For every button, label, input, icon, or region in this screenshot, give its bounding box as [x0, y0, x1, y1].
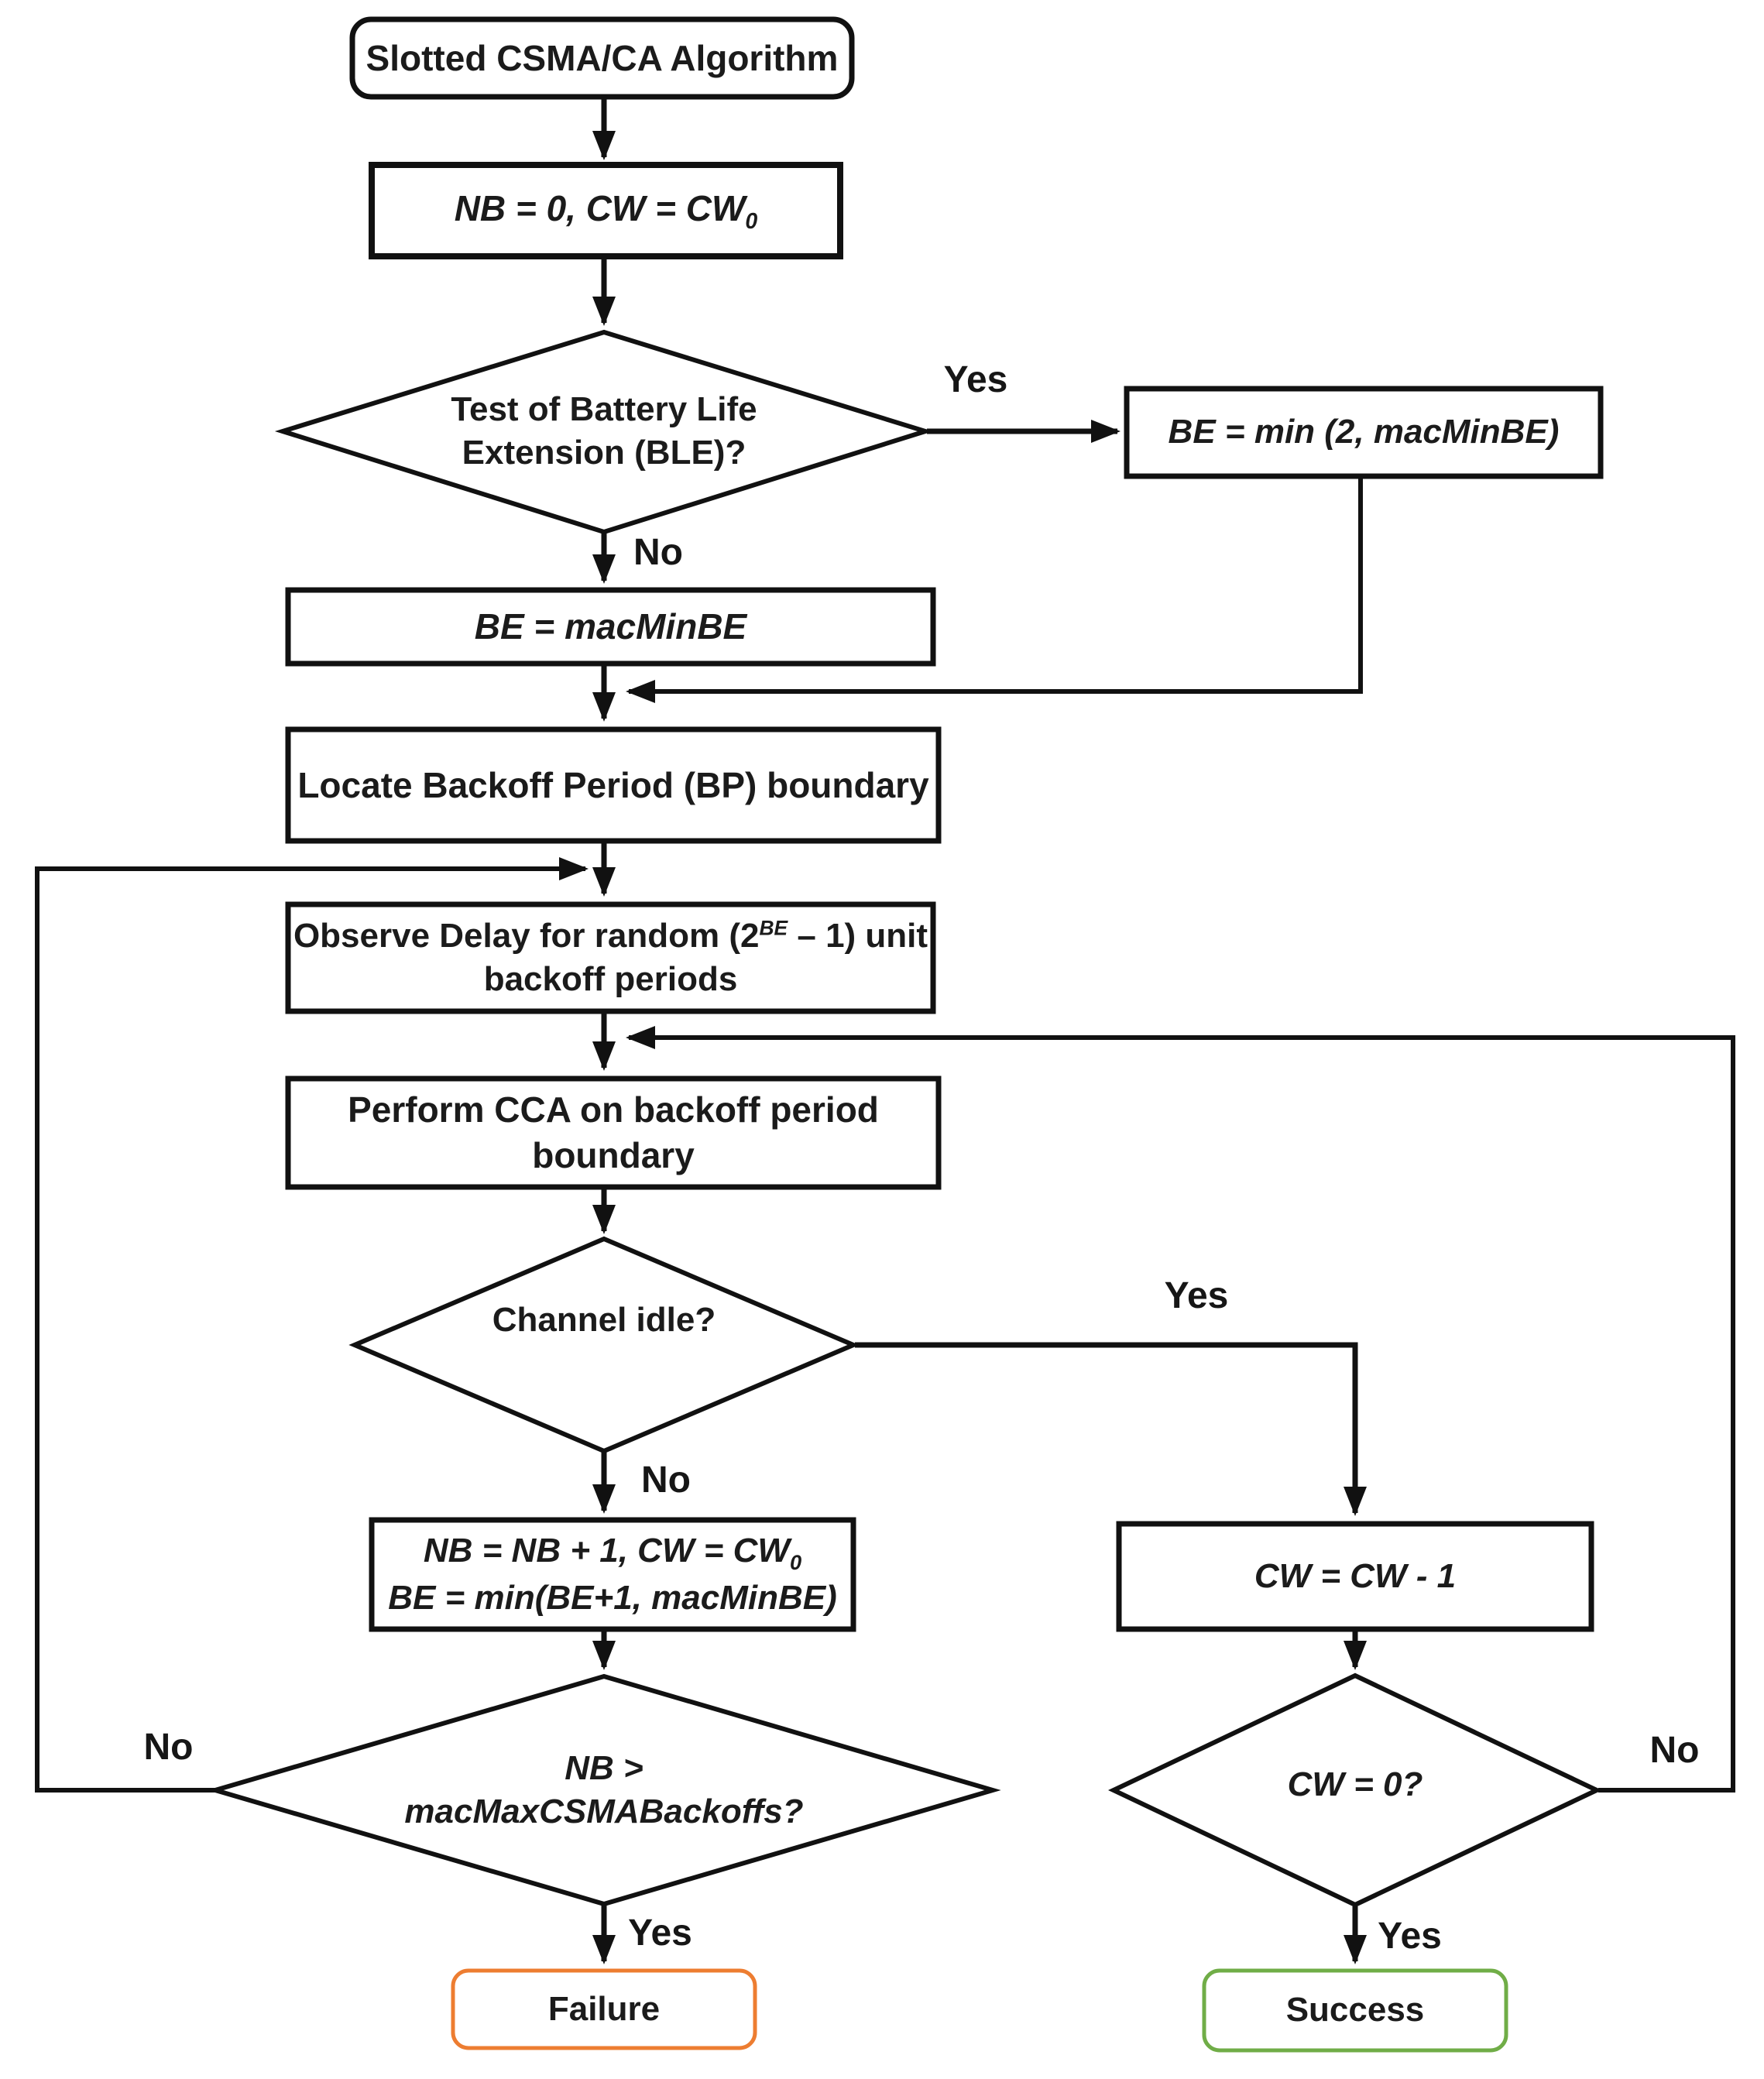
cwupdate-node-shape — [1116, 1521, 1594, 1632]
edge-label-nb-no: No — [143, 1727, 194, 1769]
edge-label-cw-no: No — [1649, 1730, 1700, 1772]
edge-label-ble-yes: Yes — [943, 359, 1008, 401]
perform-node-shape — [285, 1076, 942, 1190]
nbupdate-node-shape — [369, 1517, 856, 1632]
channel-decision-label: Channel idle? — [492, 1300, 716, 1339]
edge-channel-yes-cwupdate — [855, 1342, 1367, 1516]
cwdecision-label: CW = 0? — [1287, 1765, 1423, 1803]
success-node-shape — [1202, 1968, 1508, 2053]
edge-cwdecision-no-loop — [626, 1026, 1735, 1793]
failure-node-label: Failure — [547, 1989, 661, 2028]
init-node-shape — [369, 162, 843, 259]
perform-node-label: Perform CCA on backoff period boundary — [348, 1089, 879, 1175]
bemin-node-label: BE = min (2, macMinBE) — [1168, 413, 1560, 451]
nbdecision-label: NB > macMaxCSMABackoffs? — [404, 1748, 804, 1830]
edge-label-channel-yes: Yes — [1164, 1275, 1229, 1317]
edge-label-ble-no: No — [633, 532, 683, 574]
observe-node-shape — [285, 901, 936, 1014]
success-node-label: Success — [1285, 1991, 1425, 2029]
edge-label-channel-no: No — [641, 1460, 691, 1501]
init-node-label: NB = 0, CW = CW0 — [454, 187, 758, 234]
locate-node-label: Locate Backoff Period (BP) boundary — [297, 764, 929, 805]
nbdecision-shape — [207, 1673, 1001, 1907]
bemac-node-shape — [285, 587, 936, 667]
cwupdate-node-label: CW = CW - 1 — [1254, 1556, 1457, 1595]
bemac-node-label: BE = macMinBE — [474, 606, 747, 647]
failure-node-shape — [451, 1968, 757, 2050]
ble-decision-shape — [274, 329, 934, 535]
locate-node-shape — [285, 726, 942, 844]
nbupdate-node-label: NB = NB + 1, CW = CW0 BE = min(BE+1, mac… — [388, 1531, 837, 1617]
observe-node-label: Observe Delay for random (2BE – 1) unit … — [293, 916, 928, 998]
edge-bemin-merge — [626, 477, 1363, 703]
start-node-label: Slotted CSMA/CA Algorithm — [365, 37, 839, 78]
start-node-shape — [349, 16, 855, 100]
edge-label-nb-yes: Yes — [628, 1913, 692, 1954]
edge-nbdecision-no-loop — [35, 857, 589, 1793]
edge-label-cw-yes: Yes — [1378, 1916, 1442, 1957]
channel-decision-shape — [348, 1236, 860, 1454]
bemin-node-shape — [1124, 386, 1604, 479]
cwdecision-shape — [1108, 1672, 1602, 1908]
ble-decision-label: Test of Battery Life Extension (BLE)? — [451, 389, 757, 472]
